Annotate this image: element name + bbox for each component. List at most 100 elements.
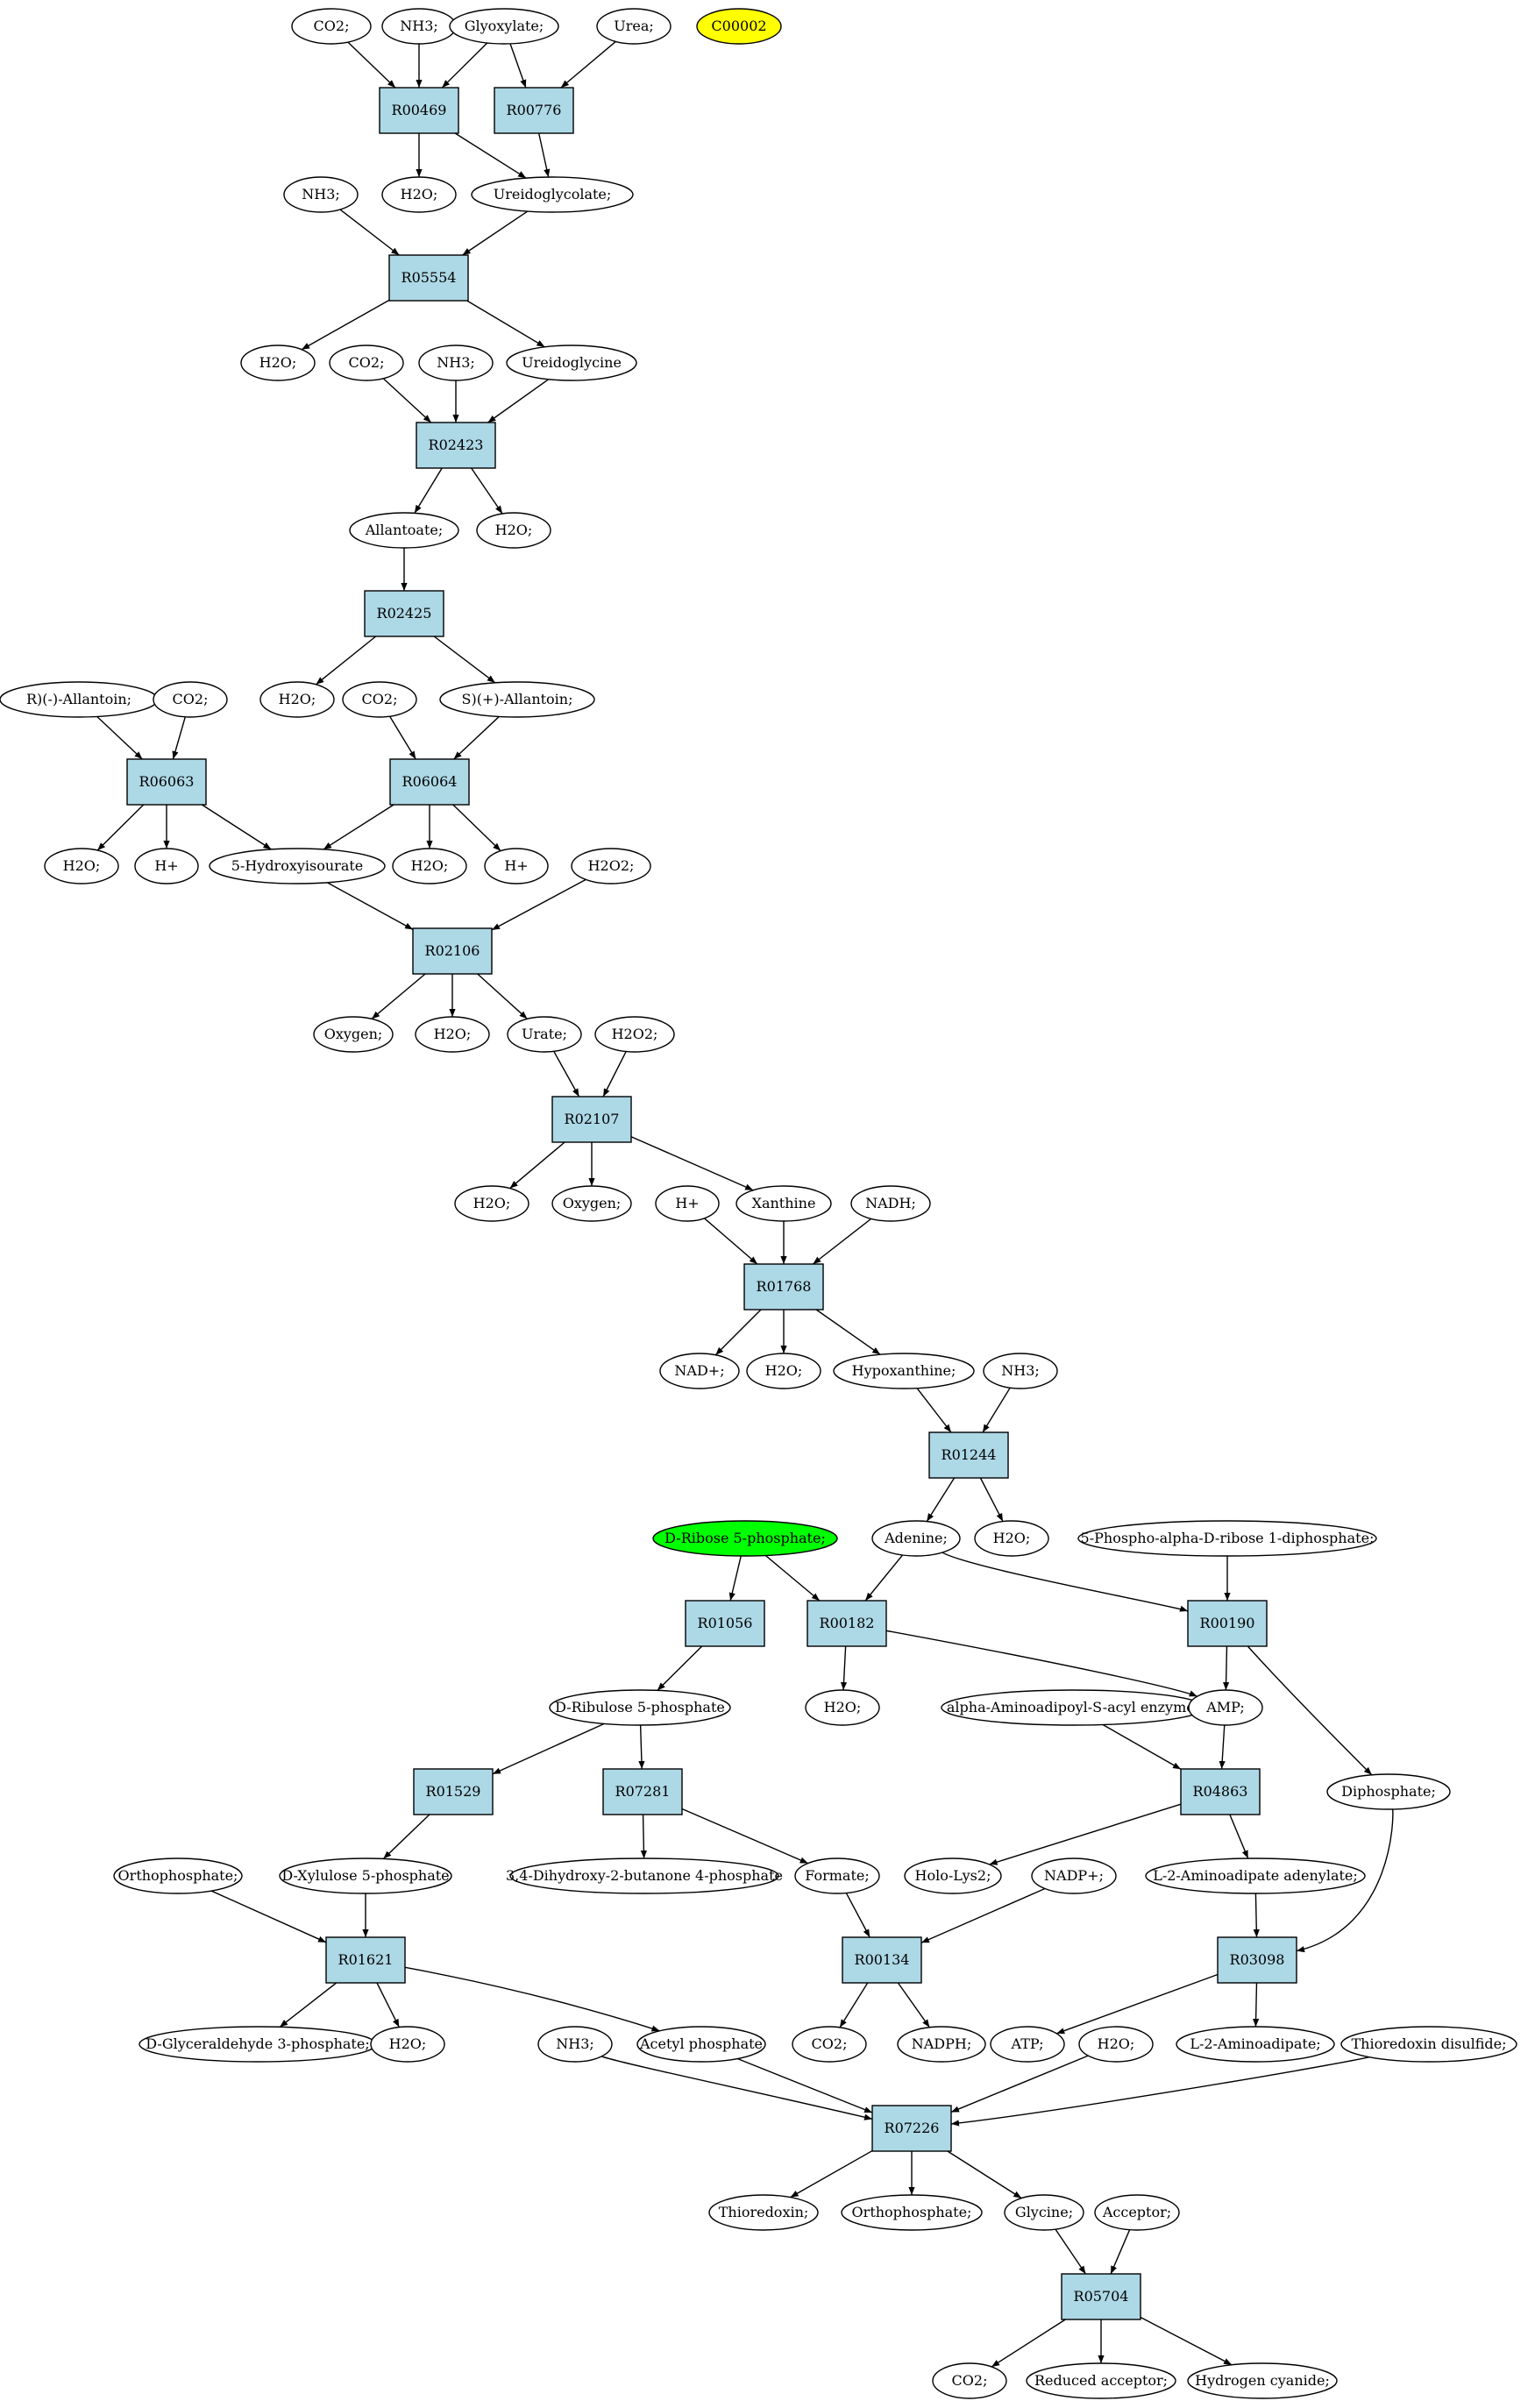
node-label: alpha-Aminoadipoyl-S-acyl enzyme; [947, 1699, 1199, 1715]
metabolite-ellipse [1188, 1689, 1263, 1726]
node-label: NADH; [865, 1195, 916, 1211]
node-label: H2O2; [588, 857, 635, 874]
metabolite-ellipse [506, 345, 637, 381]
edge-m25-to-r8 [491, 878, 586, 931]
metabolite-node-alpha-aminoadipoyl-s-acyl-enzyme: alpha-Aminoadipoyl-S-acyl enzyme; [941, 1689, 1205, 1726]
edge-r17-to-m54 [1229, 1814, 1249, 1859]
metabolite-node-nh3: NH3; [983, 1353, 1058, 1389]
metabolite-ellipse [1026, 2362, 1176, 2399]
metabolite-ellipse [904, 1857, 1002, 1894]
metabolite-node-diphosphate: Diphosphate; [1326, 1773, 1451, 1810]
node-label: Diphosphate; [1341, 1783, 1436, 1800]
node-label: Hydrogen cyanide; [1195, 2372, 1330, 2389]
reaction-node-r05554: R05554 [388, 254, 469, 302]
edge-m48-to-r18 [210, 1890, 327, 1943]
edge-r19-to-m60 [897, 1982, 930, 2028]
node-label: R)(-)-Allantoin; [26, 691, 131, 707]
reaction-box [1187, 1600, 1268, 1647]
reaction-node-r01056: R01056 [685, 1600, 765, 1647]
metabolite-ellipse [291, 8, 372, 45]
reaction-node-r06064: R06064 [389, 758, 470, 806]
node-label: R00190 [1200, 1615, 1255, 1631]
node-label: Orthophosphate; [118, 1867, 238, 1884]
node-label: NH3; [1001, 1362, 1040, 1379]
reaction-box [379, 87, 459, 134]
node-label: Orthophosphate; [852, 2204, 972, 2220]
edge-m6-to-r3 [339, 209, 400, 256]
node-label: R02423 [429, 437, 484, 453]
metabolite-node-glyoxylate: Glyoxylate; [449, 8, 559, 45]
metabolite-ellipse [449, 8, 559, 45]
reaction-box [842, 1936, 922, 1984]
edge-r18-to-m55 [279, 1982, 338, 2028]
node-label: R01244 [942, 1446, 997, 1463]
edge-r5-to-m19 [433, 636, 496, 684]
edge-m34-to-r10 [812, 1218, 872, 1265]
node-label: H2O; [765, 1362, 803, 1379]
node-label: D-Ribulose 5-phosphate [555, 1699, 725, 1715]
node-label: NADP+; [1044, 1867, 1104, 1884]
edge-m47-to-r20 [1296, 1808, 1394, 1953]
metabolite-ellipse [381, 176, 457, 213]
metabolite-node-urate: Urate; [507, 1016, 582, 1053]
node-label: Thioredoxin disulfide; [1351, 2035, 1506, 2052]
metabolite-ellipse [655, 1185, 720, 1222]
edge-r16-to-m51 [681, 1808, 808, 1865]
metabolite-ellipse [833, 1353, 975, 1389]
edge-m53-to-r19 [920, 1887, 1046, 1943]
metabolite-ellipse [932, 2362, 1007, 2399]
node-label: H2O; [259, 354, 297, 371]
reaction-box [807, 1600, 887, 1647]
edge-m10-to-r4 [382, 378, 432, 423]
node-label: H2O; [279, 691, 316, 707]
node-label: R00134 [855, 1951, 910, 1968]
metabolite-node-ureidoglycine: Ureidoglycine [506, 345, 637, 381]
edge-r3-to-m12 [466, 300, 545, 348]
metabolite-ellipse [1094, 2194, 1180, 2231]
edge-m29-to-r9 [602, 1051, 627, 1097]
metabolite-node-l-2-aminoadipate-adenylate: L-2-Aminoadipate adenylate; [1145, 1857, 1366, 1894]
metabolite-node-s-allantoin: S)(+)-Allantoin; [439, 681, 595, 718]
node-label: H2O; [63, 857, 101, 874]
metabolite-ellipse [454, 1185, 529, 1222]
edge-r19-to-m59 [839, 1982, 869, 2028]
metabolite-node-c00002: C00002 [696, 8, 782, 45]
node-label: H2O2; [612, 1026, 658, 1042]
reaction-node-r01529: R01529 [413, 1768, 494, 1815]
edge-r18-to-m58 [404, 1966, 660, 2032]
edge-m68-to-r22 [1110, 2229, 1131, 2275]
metabolite-ellipse [990, 2026, 1065, 2063]
edge-r13-to-m46 [885, 1630, 1197, 1697]
metabolite-node-allantoate: Allantoate; [349, 512, 459, 549]
reaction-node-r07226: R07226 [871, 2105, 952, 2152]
metabolite-ellipse [370, 2026, 445, 2063]
edge-m8-to-r3 [462, 210, 529, 256]
node-label: D-Xylulose 5-phosphate [281, 1867, 449, 1884]
edge-r10-to-m35 [714, 1309, 762, 1356]
reaction-box [1180, 1768, 1261, 1815]
edge-m62-to-r21 [950, 2055, 1089, 2113]
edge-r11-to-m41 [979, 1477, 1004, 1522]
node-label: L-2-Aminoadipate adenylate; [1153, 1867, 1358, 1884]
edge-r7-to-m24 [452, 804, 501, 852]
edge-r22-to-m71 [1140, 2316, 1233, 2366]
node-label: Adenine; [884, 1530, 948, 1546]
edge-r14-to-m47 [1247, 1645, 1373, 1776]
metabolite-ellipse [1078, 2026, 1154, 2063]
reaction-box [364, 590, 444, 637]
metabolite-ellipse [44, 848, 119, 884]
node-label: CO2; [314, 18, 350, 34]
node-label: Glycine; [1015, 2204, 1073, 2220]
node-label: R06064 [402, 773, 458, 790]
metabolite-node-r-allantoin: R)(-)-Allantoin; [0, 681, 159, 718]
metabolite-ellipse [329, 345, 404, 381]
metabolite-ellipse [279, 1857, 452, 1894]
metabolite-node-ureidoglycolate: Ureidoglycolate; [471, 176, 634, 213]
edge-r20-to-m61 [1056, 1973, 1219, 2035]
metabolite-ellipse [696, 8, 782, 45]
edge-m32-to-r10 [704, 1218, 758, 1265]
metabolite-ellipse [313, 1016, 394, 1053]
edge-r15-to-m49 [382, 1814, 430, 1859]
metabolite-ellipse [153, 681, 228, 718]
edge-r7-to-m22 [323, 804, 394, 850]
